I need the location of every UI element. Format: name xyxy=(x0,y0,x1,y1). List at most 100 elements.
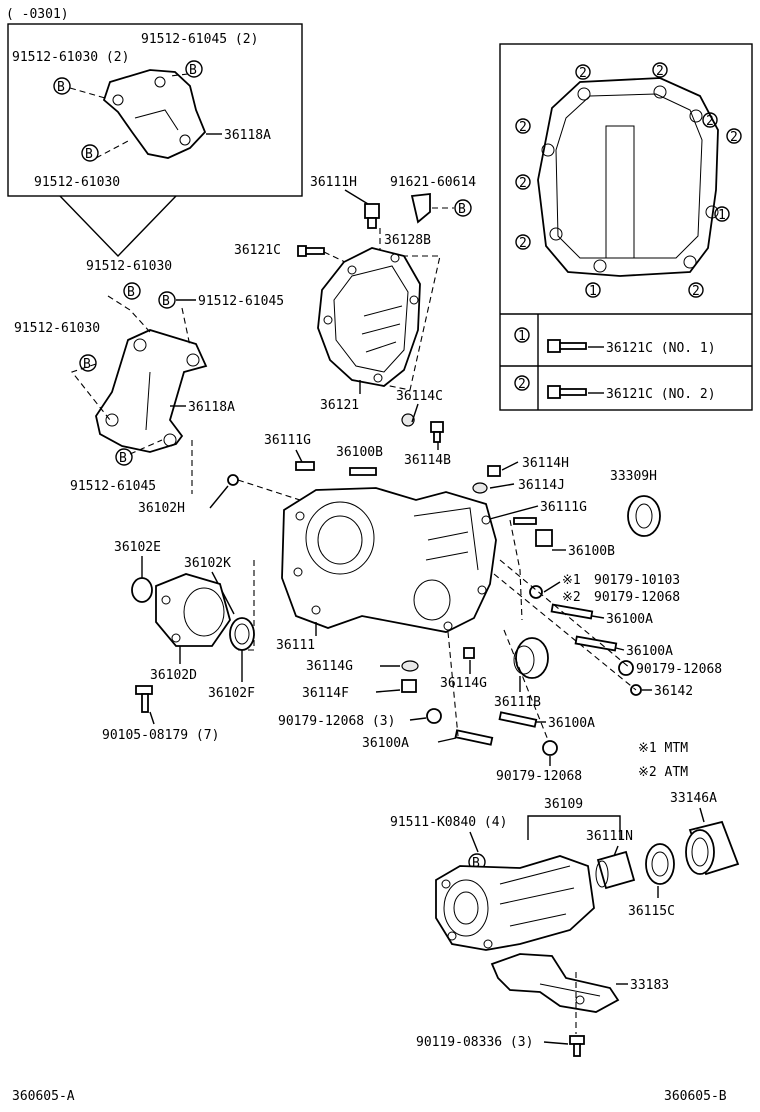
svg-text:B: B xyxy=(127,285,135,300)
svg-text:2: 2 xyxy=(519,176,527,191)
svg-text:2: 2 xyxy=(692,284,700,299)
plug-36114f xyxy=(401,679,417,693)
label-90179-12068-a: 90179-12068 xyxy=(594,590,680,605)
stud-36100a-2 xyxy=(574,635,618,652)
date-range: ( -0301) xyxy=(6,7,69,22)
bolt-icon-no1 xyxy=(547,339,587,353)
stud-36100b xyxy=(349,467,377,476)
label-36114g-r: 36114G xyxy=(440,676,487,691)
nut-90179-12068-b xyxy=(618,660,634,676)
bolt-90105-08179 xyxy=(135,685,153,713)
mount-33183 xyxy=(490,953,620,1013)
svg-text:1: 1 xyxy=(589,284,597,299)
mark-atm: ※2 xyxy=(562,590,581,605)
mark-mtm: ※1 xyxy=(562,573,581,588)
svg-text:2: 2 xyxy=(519,120,527,135)
bolt-marker-b: B xyxy=(115,448,133,466)
legend-marker-2: 2 xyxy=(514,375,530,392)
bolt-icon-no2 xyxy=(547,385,587,399)
label-36102f: 36102F xyxy=(208,686,255,701)
label-91512-61030-left: 91512-61030 xyxy=(14,321,100,336)
gasket-36114j xyxy=(472,482,488,494)
label-36109: 36109 xyxy=(544,797,583,812)
transfer-case-36111 xyxy=(281,487,497,633)
gasket-36114g-l xyxy=(401,660,419,672)
position-marker-2: 2 xyxy=(726,128,742,145)
label-90119-08336: 90119-08336 (3) xyxy=(416,1035,533,1050)
nut-90179-12068-3 xyxy=(426,708,442,724)
cover-36121 xyxy=(317,247,421,387)
label-33309h: 33309H xyxy=(610,469,657,484)
svg-text:2: 2 xyxy=(518,377,526,392)
label-33183: 33183 xyxy=(630,978,669,993)
plug-36114g-r xyxy=(463,647,475,659)
bolt-36100b-r xyxy=(513,517,553,547)
label-36102k: 36102K xyxy=(184,556,231,571)
position-marker-2: 2 xyxy=(702,112,718,129)
svg-text:B: B xyxy=(83,357,91,372)
plug-36114b xyxy=(430,421,444,443)
housing-36102d xyxy=(155,573,231,647)
position-marker-1: 1 xyxy=(585,282,601,299)
bolt-marker-b: B xyxy=(81,144,99,162)
inset-box-cover-bolts xyxy=(499,43,753,411)
svg-text:B: B xyxy=(85,147,93,162)
bolt-marker-b: B xyxy=(158,291,176,309)
label-36102d: 36102D xyxy=(150,668,197,683)
stud-36100a-4 xyxy=(454,729,494,746)
label-36102h: 36102H xyxy=(138,501,185,516)
dust-deflector-33146a xyxy=(685,820,740,876)
label-36100a-2: 36100A xyxy=(626,644,673,659)
position-marker-2: 2 xyxy=(515,118,531,135)
bolt-90119-08336 xyxy=(569,1035,585,1057)
svg-text:B: B xyxy=(57,80,65,95)
position-marker-2: 2 xyxy=(688,282,704,299)
legend-no1: 36121C (NO. 1) xyxy=(606,341,716,356)
label-91512-61045-low: 91512-61045 xyxy=(70,479,156,494)
svg-text:B: B xyxy=(162,294,170,309)
label-90179-12068-3: 90179-12068 (3) xyxy=(278,714,395,729)
label-36121: 36121 xyxy=(320,398,359,413)
nut-90179-10103 xyxy=(529,585,543,599)
label-91511-k0840: 91511-K0840 (4) xyxy=(390,815,507,830)
seal-36114c xyxy=(401,413,415,427)
bolt-marker-b: B xyxy=(454,199,472,217)
svg-text:B: B xyxy=(189,63,197,78)
bolt-36121c xyxy=(297,245,325,257)
label-36114f: 36114F xyxy=(302,686,349,701)
svg-text:B: B xyxy=(472,856,480,871)
label-36128b: 36128B xyxy=(384,233,431,248)
label-36111h: 36111H xyxy=(310,175,357,190)
oil-seal-36115c xyxy=(645,843,675,885)
bolt-marker-b: B xyxy=(53,77,71,95)
bracket-36118a-inset xyxy=(102,69,207,159)
label-36114g-l: 36114G xyxy=(306,659,353,674)
legend-atm: ※2 ATM xyxy=(638,765,688,780)
position-marker-2: 2 xyxy=(575,64,591,81)
legend-mtm: ※1 MTM xyxy=(638,741,688,756)
label-36118a: 36118A xyxy=(188,400,235,415)
position-marker-2: 2 xyxy=(515,174,531,191)
svg-text:2: 2 xyxy=(519,236,527,251)
svg-text:2: 2 xyxy=(706,114,714,129)
pin-36111g xyxy=(295,461,315,471)
position-marker-2: 2 xyxy=(652,62,668,79)
label-91512-61030-inset: 91512-61030 xyxy=(34,175,120,190)
bolt-marker-b: B xyxy=(185,60,203,78)
label-36111g: 36111G xyxy=(264,433,311,448)
label-36114b: 36114B xyxy=(404,453,451,468)
footer-code-left: 360605-A xyxy=(12,1089,75,1104)
label-36118a-inset: 36118A xyxy=(224,128,271,143)
clip-91621 xyxy=(410,192,431,224)
inset-box-bracket xyxy=(7,23,303,197)
extension-housing-36109 xyxy=(435,855,595,951)
label-36142: 36142 xyxy=(654,684,693,699)
legend-marker-1: 1 xyxy=(514,327,530,344)
stud-36100a-3 xyxy=(498,711,538,728)
bolt-marker-b: B xyxy=(123,282,141,300)
label-36111: 36111 xyxy=(276,638,315,653)
svg-text:2: 2 xyxy=(656,64,664,79)
bolt-marker-b: B xyxy=(79,354,97,372)
position-marker-1: 1 xyxy=(714,206,730,223)
